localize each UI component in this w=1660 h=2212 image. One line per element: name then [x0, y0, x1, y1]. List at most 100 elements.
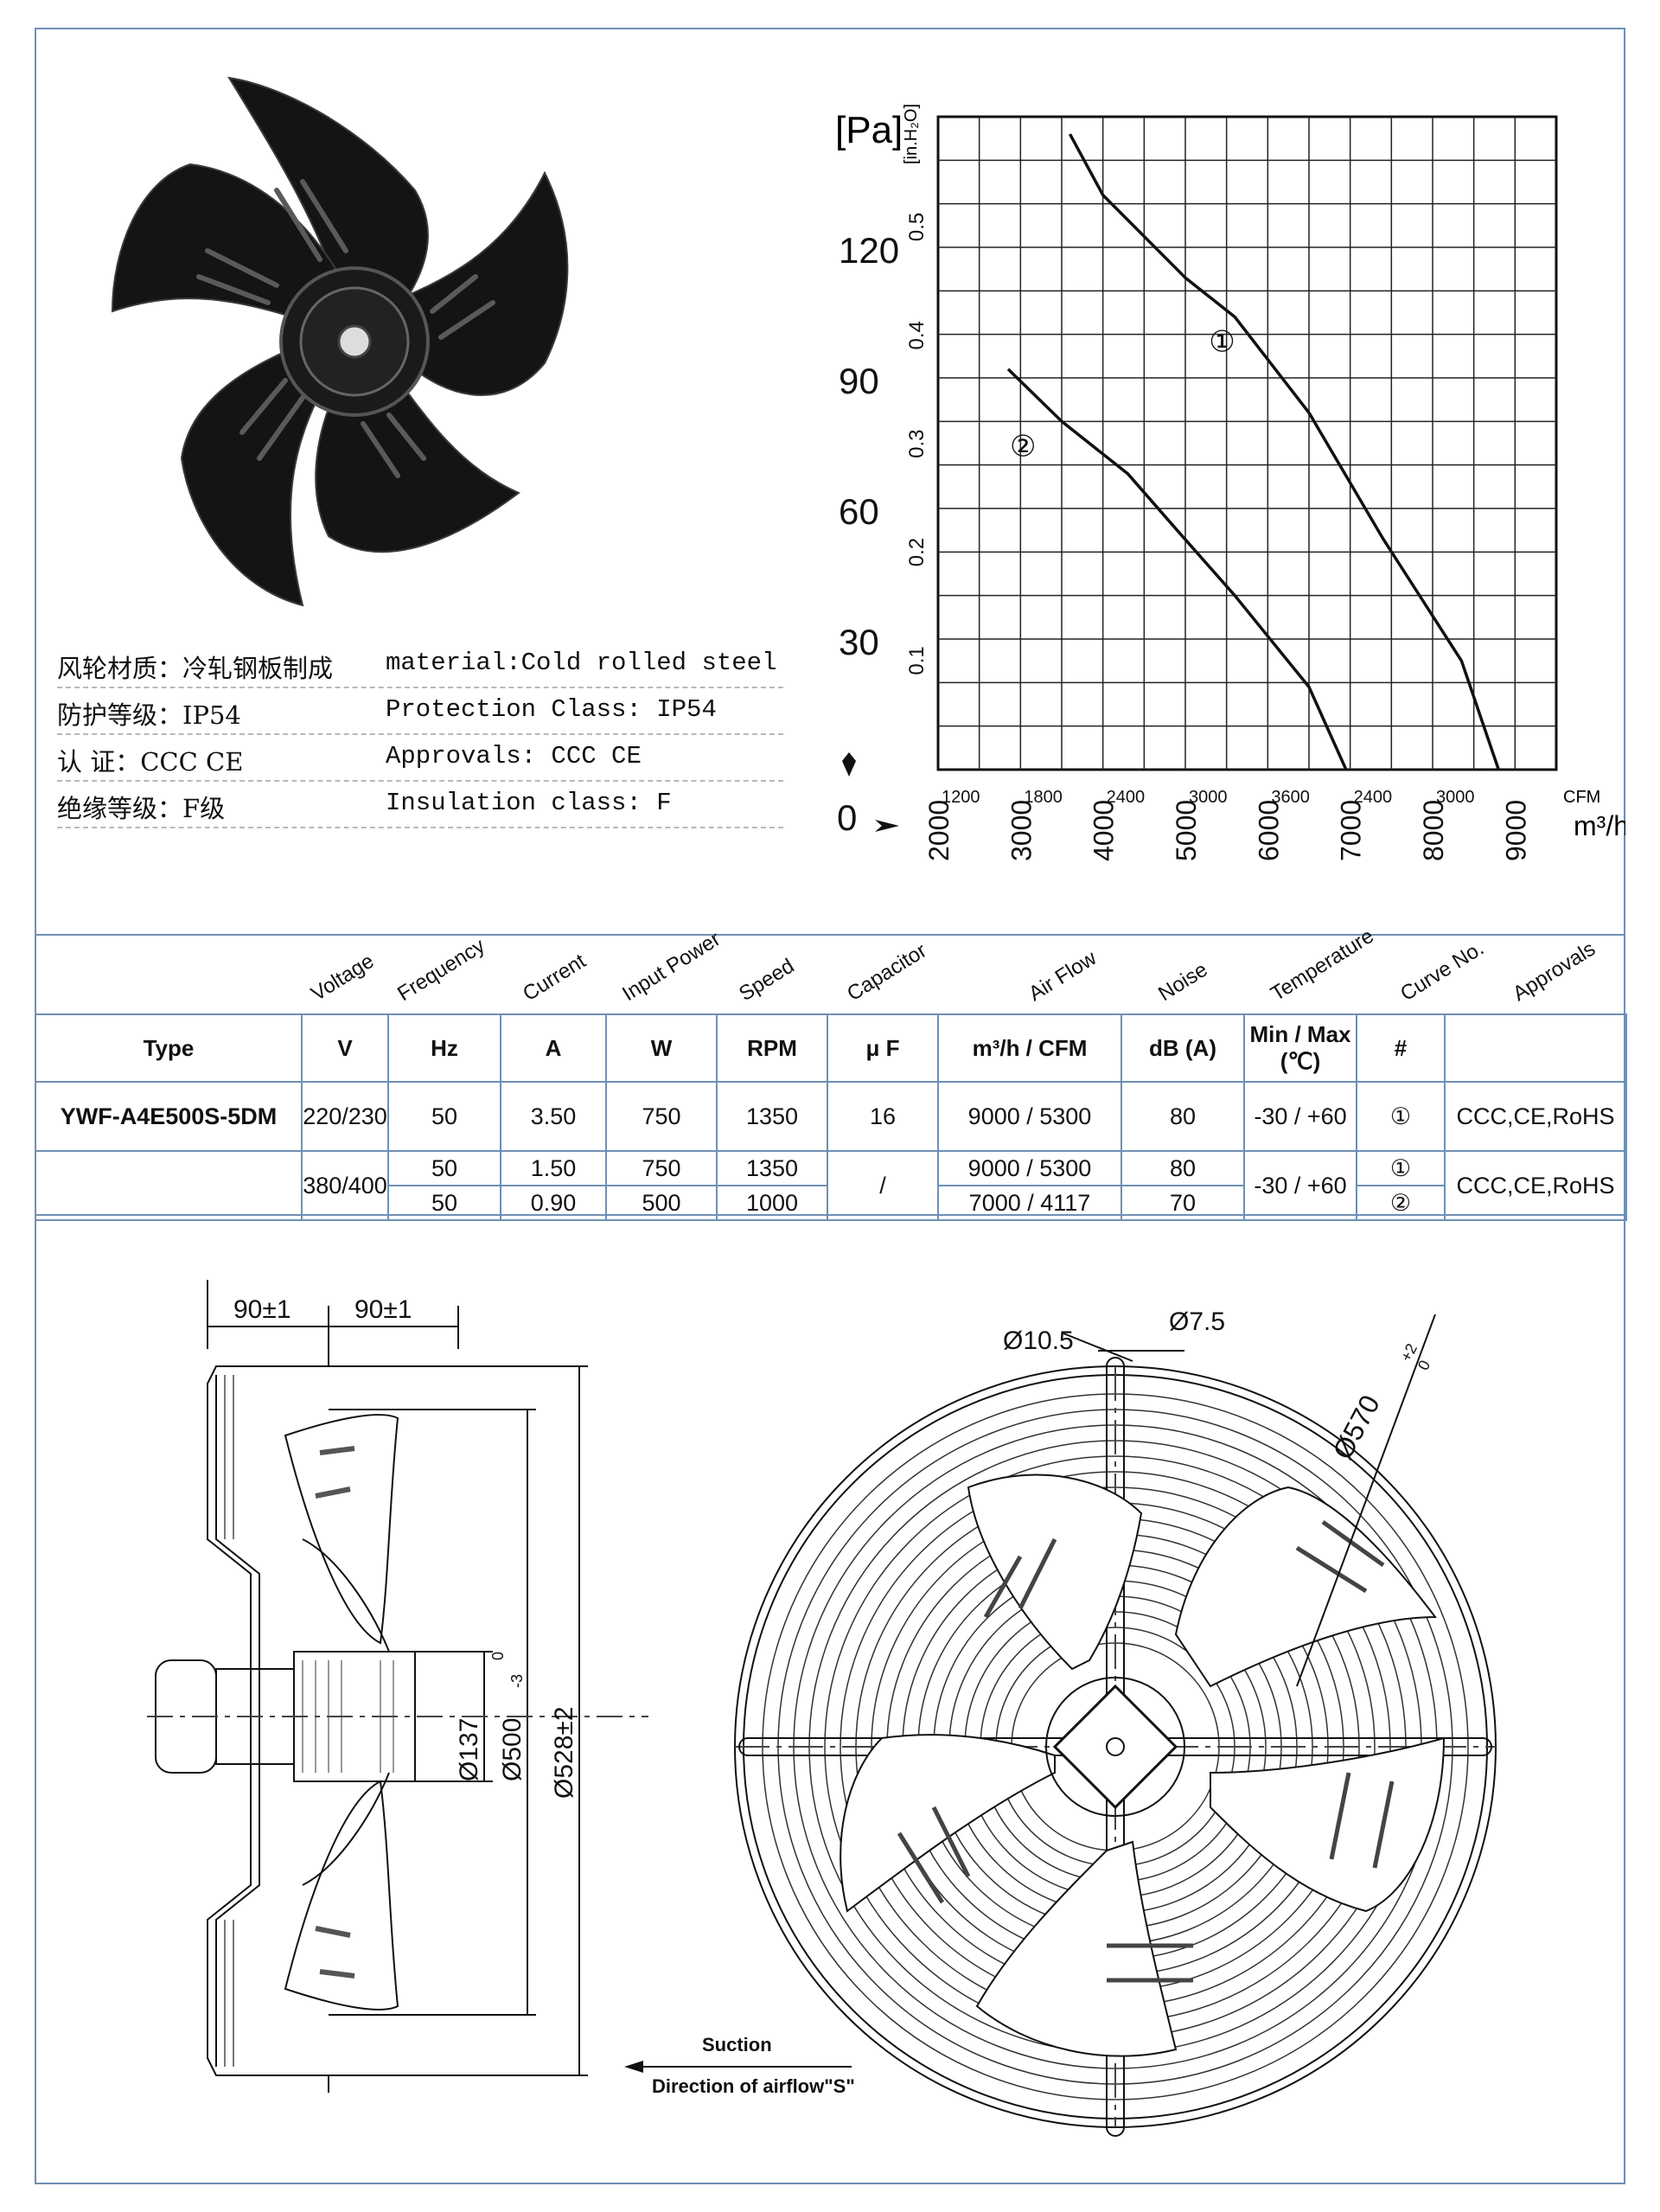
- y-unit-inh2o: [in.H₂O]: [902, 104, 921, 164]
- dim-500: Ø500: [498, 1718, 527, 1781]
- spec-en: material:Cold rolled steel: [386, 649, 777, 677]
- chart-curves: ①②: [1006, 133, 1500, 770]
- table-row: YWF-A4E500S-5DM 220/230 50 3.50 750 1350…: [35, 1081, 1627, 1152]
- spec-cn: 认 证：CCC CE: [57, 747, 244, 777]
- table-row: 380/400 50 1.50 750 1350 / 9000 / 5300 8…: [35, 1150, 1627, 1221]
- cell-noise: 80: [1120, 1081, 1245, 1152]
- x-axis-arrow-icon: [875, 820, 899, 832]
- front-view-drawing: Ø10.5 Ø7.5 Ø570 +2 0: [734, 1307, 1497, 2137]
- cell-capacitor: /: [827, 1150, 939, 1221]
- cell-noise: 70: [1120, 1185, 1245, 1221]
- dim-500-tol-top: 0: [489, 1652, 507, 1660]
- cell-frequency: 50: [387, 1185, 501, 1221]
- x-tick-label-m3h: 2000: [923, 800, 954, 861]
- unit-rpm: RPM: [716, 1013, 828, 1083]
- unit-uf: μ F: [827, 1013, 939, 1083]
- spec-cn: 风轮材质：冷轧钢板制成: [57, 654, 334, 683]
- cell-curve: ①: [1356, 1081, 1446, 1152]
- header-speed: Speed: [735, 954, 799, 1007]
- cell-power: 750: [605, 1081, 718, 1152]
- y-tick-label-pa: 0: [837, 797, 857, 838]
- header-air-flow: Air Flow: [1025, 946, 1101, 1007]
- x-tick-label-cfm: 1800: [1024, 788, 1062, 807]
- airflow-arrow-icon: [624, 2061, 852, 2073]
- unit-w: W: [605, 1013, 718, 1083]
- dim-gap-left: 90±1: [233, 1295, 291, 1324]
- table-rotated-headers: Voltage Frequency Current Input Power Sp…: [35, 924, 1625, 1013]
- dim-570-tol-bottom: 0: [1414, 1358, 1433, 1373]
- cell-type-empty: [35, 1150, 303, 1221]
- unit-flow: m³/h / CFM: [937, 1013, 1122, 1083]
- cell-capacitor: 16: [827, 1081, 939, 1152]
- y-tick-label-pa: 120: [839, 230, 899, 271]
- spec-en: Insulation class: F: [386, 789, 672, 817]
- cell-frequency: 50: [387, 1150, 501, 1186]
- header-approvals: Approvals: [1509, 937, 1599, 1007]
- x-tick-label-m3h: 7000: [1336, 800, 1367, 861]
- curve-line: [1006, 368, 1348, 770]
- cell-power: 750: [605, 1150, 718, 1186]
- cell-power: 500: [605, 1185, 718, 1221]
- cell-speed: 1350: [716, 1081, 828, 1152]
- cell-airflow: 7000 / 4117: [937, 1185, 1122, 1221]
- dim-137: Ø137: [455, 1718, 483, 1781]
- chart-grid: [936, 115, 1558, 771]
- spec-row-protection: 防护等级：IP54 Protection Class: IP54: [57, 687, 783, 735]
- x-tick-label-cfm: 3000: [1189, 788, 1228, 807]
- cell-current: 3.50: [500, 1081, 607, 1152]
- cell-curve: ①: [1356, 1150, 1446, 1186]
- cell-approvals: CCC,CE,RoHS: [1444, 1150, 1627, 1221]
- x-tick-label-m3h: 9000: [1500, 800, 1531, 861]
- cell-voltage: 380/400: [301, 1150, 389, 1221]
- spec-row-approvals: 认 证：CCC CE Approvals: CCC CE: [57, 733, 783, 782]
- y-tick-label-inh2o: 0.2: [905, 538, 929, 566]
- header-capacitor: Capacitor: [843, 938, 931, 1007]
- y-tick-label-inh2o: 0.4: [905, 321, 929, 349]
- table-row: 50 0.90 500 1000 7000 / 4117 70 ②: [35, 1185, 1626, 1221]
- x-tick-label-m3h: 4000: [1089, 800, 1120, 861]
- cell-airflow: 9000 / 5300: [937, 1150, 1122, 1186]
- y-tick-label-pa: 90: [839, 361, 879, 401]
- spec-cn: 绝缘等级：F级: [57, 794, 226, 823]
- section-divider: [35, 934, 1625, 936]
- unit-curve: #: [1356, 1013, 1446, 1083]
- spec-table: Type V Hz A W RPM μ F m³/h / CFM dB (A) …: [35, 1013, 1627, 1221]
- unit-hz: Hz: [387, 1013, 501, 1083]
- y-tick-label-pa: 60: [839, 491, 879, 532]
- header-frequency: Frequency: [393, 934, 489, 1007]
- spec-row-insulation: 绝缘等级：F级 Insulation class: F: [57, 780, 783, 828]
- unit-a: A: [500, 1013, 607, 1083]
- curve-line: [1068, 133, 1500, 770]
- y-tick-label-pa: 30: [839, 622, 879, 662]
- cell-current: 0.90: [500, 1185, 607, 1221]
- unit-type: Type: [35, 1013, 303, 1083]
- cell-approvals: CCC,CE,RoHS: [1444, 1081, 1627, 1152]
- y-tick-label-inh2o: 0.5: [905, 213, 929, 241]
- cell-frequency: 50: [387, 1081, 501, 1152]
- x-tick-label-m3h: 3000: [1006, 800, 1037, 861]
- cell-airflow: 9000 / 5300: [937, 1081, 1122, 1152]
- unit-temp: Min / Max (℃): [1243, 1013, 1357, 1083]
- header-curve-no: Curve No.: [1396, 936, 1489, 1007]
- header-temperature: Temperature: [1267, 924, 1378, 1007]
- spec-cn: 防护等级：IP54: [57, 700, 241, 730]
- cell-temperature: -30 / +60: [1243, 1081, 1357, 1152]
- header-voltage: Voltage: [307, 949, 379, 1007]
- dim-570: Ø570: [1326, 1390, 1386, 1464]
- y-tick-label-inh2o: 0.3: [905, 429, 929, 457]
- x-tick-label-cfm: 1200: [942, 788, 980, 807]
- performance-chart: ①② 0 30 60 90 120 0.1 0.2 0.3 0.4 0.5 2000 3000 4000…: [835, 104, 1625, 861]
- y-tick-label-inh2o: 0.1: [905, 646, 929, 674]
- dim-500-tol-bottom: -3: [508, 1674, 526, 1688]
- dim-528: Ø528±2: [550, 1706, 578, 1799]
- side-view-drawing: 90±1 90±1 Ø137 Ø500 0 -3 Ø528±2: [147, 1280, 648, 2093]
- x-tick-label-cfm: 2400: [1107, 788, 1146, 807]
- cell-temperature: -30 / +60: [1243, 1150, 1357, 1221]
- table-units-row: Type V Hz A W RPM μ F m³/h / CFM dB (A) …: [35, 1013, 1627, 1083]
- header-current: Current: [519, 949, 591, 1007]
- x-tick-label-m3h: 6000: [1253, 800, 1284, 861]
- dim-gap-right: 90±1: [354, 1295, 412, 1324]
- curve-label: ①: [1209, 325, 1235, 360]
- cell-speed: 1350: [716, 1150, 828, 1186]
- cell-speed: 1000: [716, 1185, 828, 1221]
